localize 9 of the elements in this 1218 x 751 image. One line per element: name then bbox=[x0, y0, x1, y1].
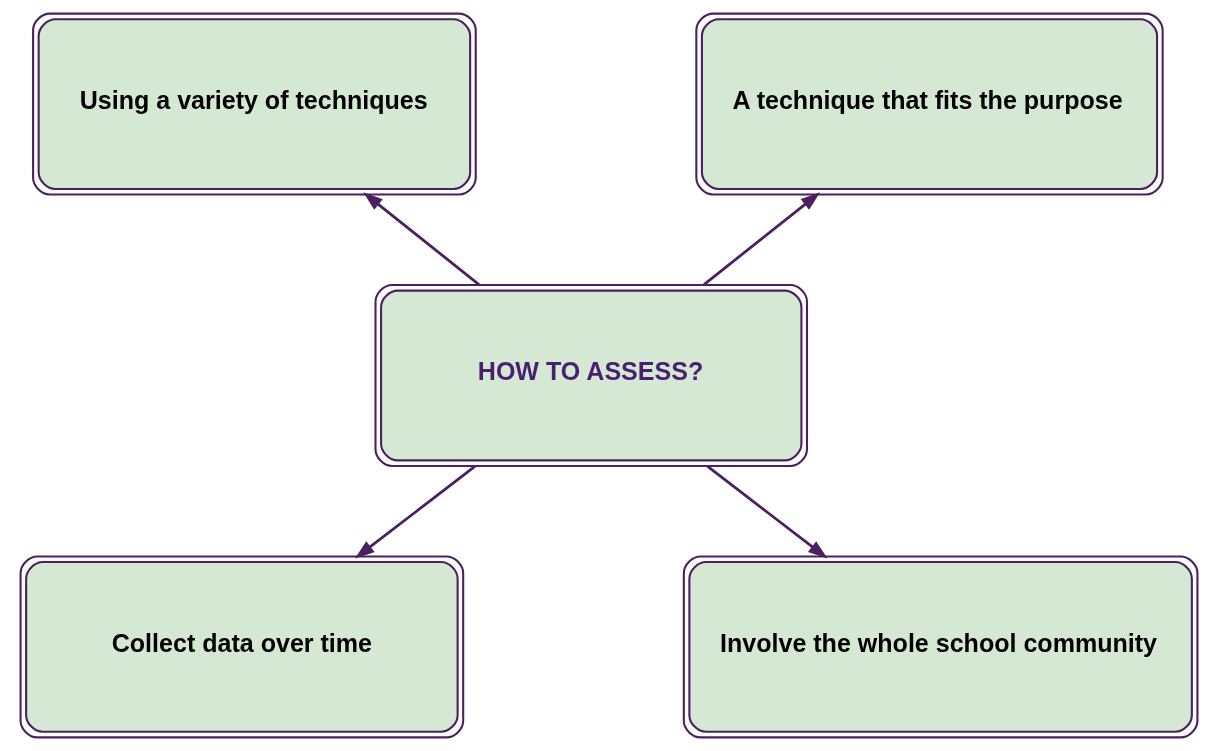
node-box: Involve the whole school community bbox=[682, 555, 1199, 739]
arrow bbox=[706, 465, 828, 559]
node-box: Collect data over time bbox=[19, 555, 465, 739]
arrow bbox=[703, 192, 821, 286]
node-box: HOW TO ASSESS? bbox=[374, 284, 809, 467]
node-box: A technique that fits the purpose bbox=[695, 12, 1164, 196]
node-box: Using a variety of techniques bbox=[32, 12, 477, 196]
arrow bbox=[363, 192, 480, 286]
arrow bbox=[354, 465, 476, 559]
